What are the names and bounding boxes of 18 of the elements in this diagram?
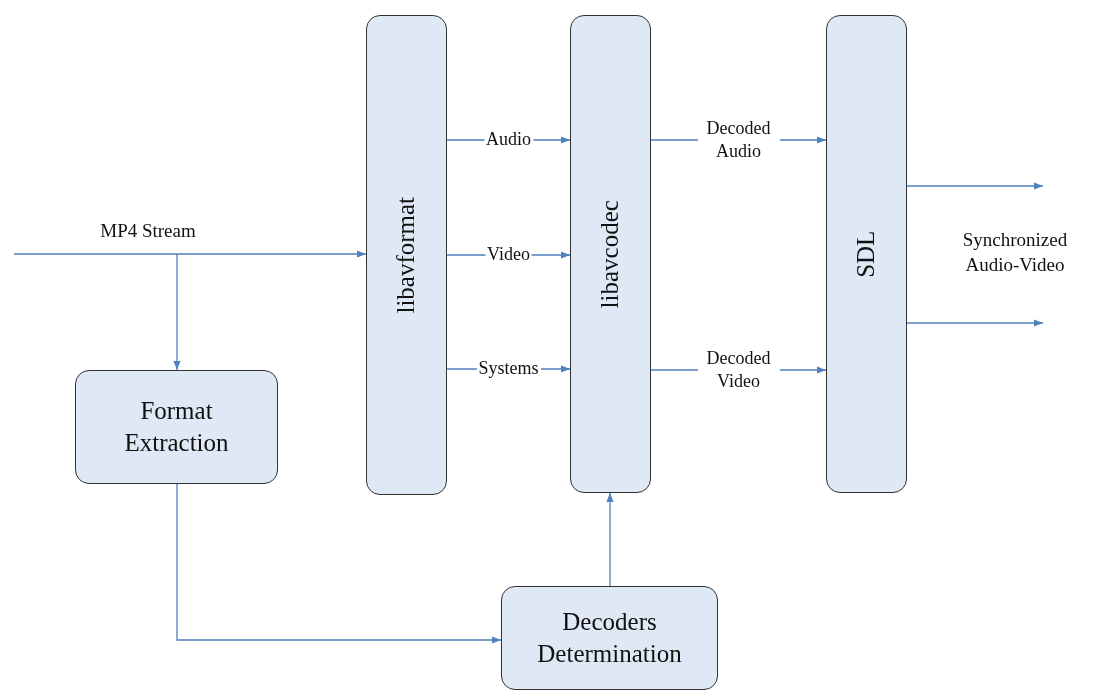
node-label: Decoders Determination	[536, 606, 683, 669]
edge-label: MP4 Stream	[99, 218, 197, 243]
node-label: libavcodec	[595, 199, 625, 309]
process-box	[501, 586, 718, 690]
node-label: libavformat	[391, 196, 421, 314]
library-block	[826, 15, 907, 493]
arrow	[906, 319, 1044, 327]
arrow	[176, 483, 502, 644]
output-label: Synchronized Audio-Video	[961, 228, 1069, 277]
arrow	[173, 253, 181, 371]
arrow	[906, 182, 1044, 190]
arrow	[606, 492, 614, 587]
node-label: Format Extraction	[123, 395, 230, 458]
process-box	[75, 370, 278, 484]
node-label: SDL	[851, 230, 881, 278]
library-block	[366, 15, 447, 495]
library-block	[570, 15, 651, 493]
arrow	[13, 250, 367, 258]
